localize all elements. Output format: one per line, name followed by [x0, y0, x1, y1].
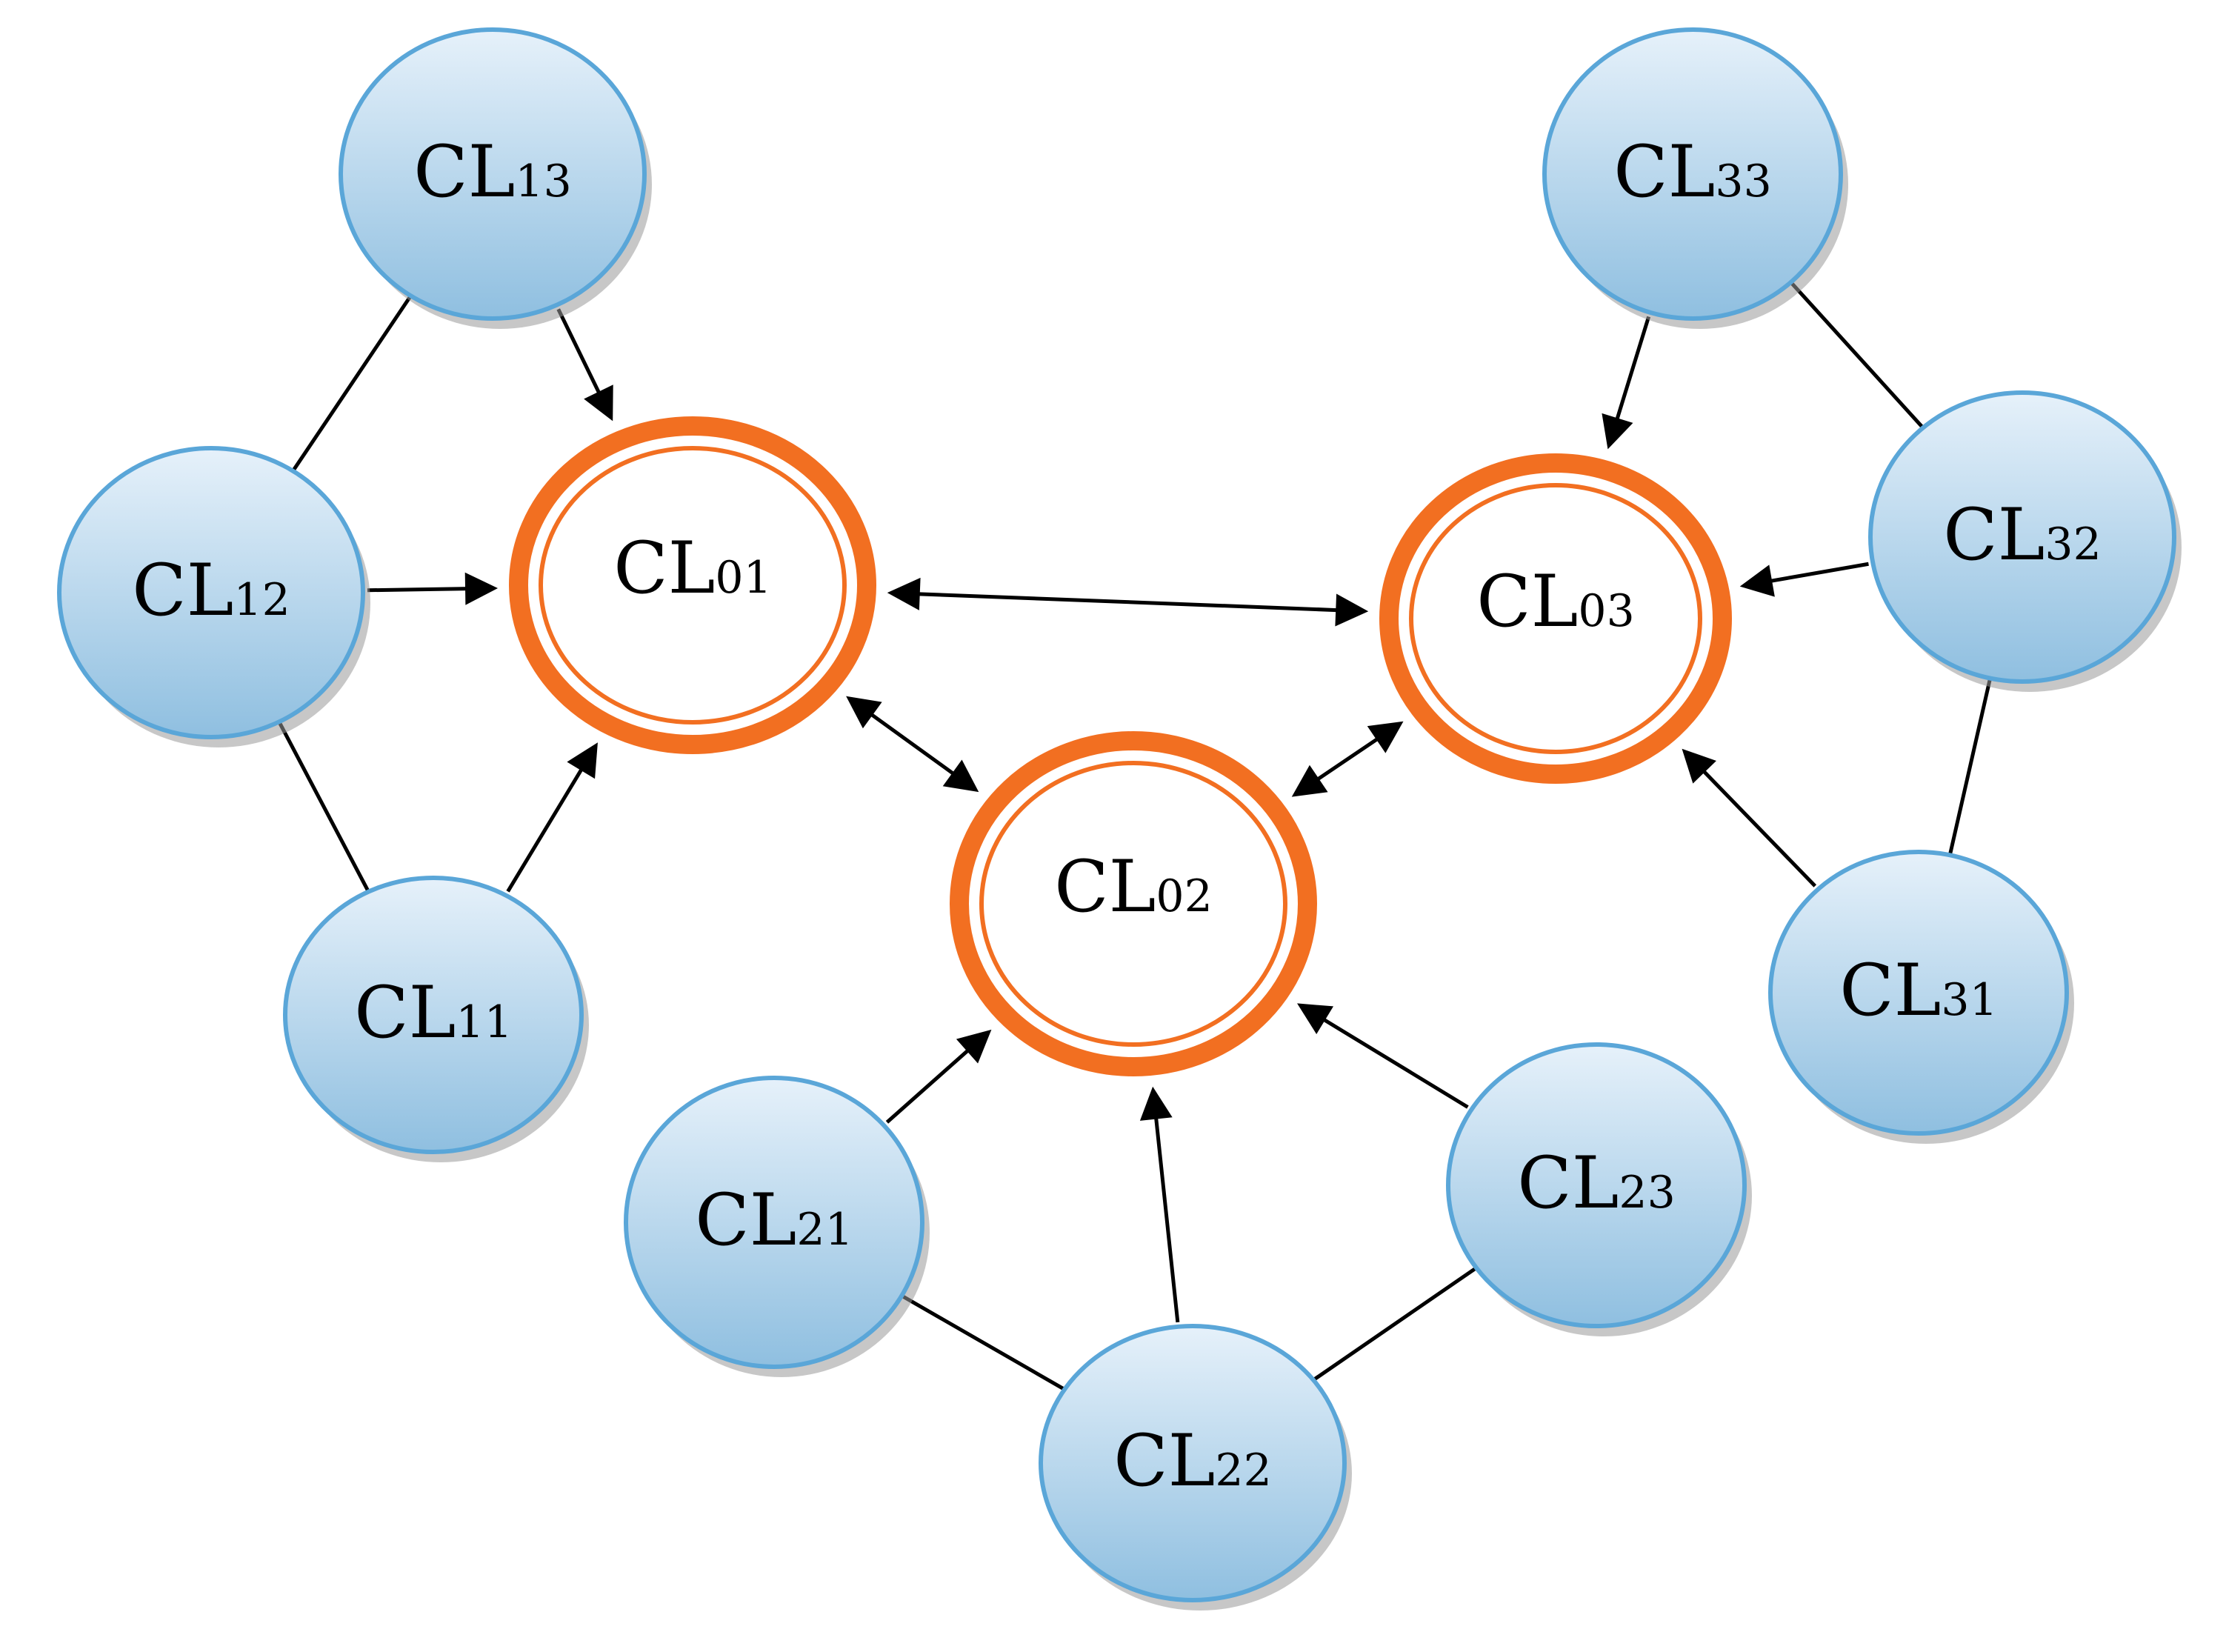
- node-label: CL21: [695, 1179, 853, 1262]
- edge-CL12-CL11: [276, 719, 371, 894]
- hub-node-cl02: CL02: [950, 731, 1317, 1076]
- edge-CL12-CL01: [367, 587, 469, 593]
- node-label-main: CL: [695, 1179, 796, 1262]
- member-circle: [283, 876, 584, 1154]
- edge-CL32-CL31: [1947, 676, 1993, 857]
- node-label-subscript: 33: [1715, 156, 1771, 207]
- member-node-cl32: CL32: [1868, 390, 2182, 692]
- node-label-subscript: 22: [1215, 1445, 1271, 1496]
- node-label-subscript: 11: [456, 996, 512, 1048]
- edge-CL21-CL02: [885, 1048, 971, 1124]
- edge-CL13-CL01: [556, 308, 602, 396]
- member-node-cl23: CL23: [1446, 1042, 1752, 1336]
- arrowhead-CL02-CL01: [846, 696, 882, 729]
- arrowhead-CL12-CL01: [464, 572, 499, 605]
- edge-CL11-CL01: [506, 767, 584, 893]
- arrowhead-CL21-CL02: [956, 1029, 992, 1064]
- node-label-main: CL: [132, 549, 233, 632]
- node-label: CL11: [354, 971, 513, 1054]
- node-label-subscript: 32: [2045, 519, 2101, 570]
- edge-CL32-CL03: [1768, 562, 1869, 584]
- member-node-cl12: CL12: [57, 446, 370, 747]
- member-circle: [1768, 850, 2069, 1136]
- arrowhead-CL31-CL03: [1682, 748, 1716, 784]
- node-label-main: CL: [1476, 560, 1578, 643]
- node-label-subscript: 02: [1156, 870, 1212, 922]
- edge-CL22-CL02: [1153, 1116, 1180, 1323]
- member-circle: [624, 1076, 924, 1369]
- node-label-main: CL: [354, 971, 456, 1054]
- member-node-cl33: CL33: [1542, 27, 1848, 329]
- edge-CL31-CL03: [1701, 768, 1817, 887]
- hub-outer-ring: [1379, 453, 1732, 784]
- hub-outer-ring: [950, 731, 1317, 1076]
- node-label-main: CL: [1839, 949, 1941, 1032]
- node-label: CL01: [613, 527, 772, 610]
- node-label: CL31: [1839, 949, 1998, 1032]
- hub-inner-ring: [539, 446, 847, 725]
- edge-CL21-CL22: [899, 1293, 1067, 1392]
- node-label-main: CL: [413, 130, 515, 213]
- hub-inner-ring: [1409, 483, 1702, 754]
- hub-outer-ring: [509, 416, 876, 754]
- member-circle: [1868, 390, 2176, 684]
- edge-CL33-CL32: [1788, 279, 1926, 430]
- member-node-cl13: CL13: [339, 27, 652, 329]
- member-circle: [339, 27, 647, 321]
- member-node-cl22: CL22: [1039, 1324, 1352, 1611]
- node-label: CL33: [1613, 130, 1772, 213]
- node-label: CL13: [413, 130, 572, 213]
- arrowhead-CL13-CL01: [584, 384, 613, 422]
- arrowhead-CL01-CL02: [942, 759, 979, 793]
- arrowhead-CL03-CL01: [887, 577, 921, 610]
- node-label-main: CL: [1113, 1419, 1215, 1502]
- node-label: CL02: [1054, 845, 1213, 928]
- node-label-subscript: 21: [796, 1204, 853, 1256]
- arrowhead-CL23-CL02: [1297, 1003, 1334, 1035]
- member-circle: [57, 446, 365, 739]
- edge-CL22-CL23: [1310, 1265, 1479, 1383]
- node-label: CL32: [1943, 493, 2102, 576]
- edge-CL33-CL03: [1614, 316, 1651, 422]
- arrowhead-CL33-CL03: [1602, 413, 1633, 450]
- arrowhead-CL22-CL02: [1139, 1086, 1173, 1121]
- node-label-subscript: 31: [1941, 974, 1997, 1026]
- hub-node-cl01: CL01: [509, 416, 876, 754]
- nodes-layer: CL11CL12CL13CL21CL22CL23CL31CL32CL33CL01…: [57, 27, 2182, 1611]
- edge-CL01-CL02: [869, 712, 956, 776]
- arrowhead-CL11-CL01: [567, 742, 598, 779]
- node-label-subscript: 13: [515, 156, 571, 207]
- node-label: CL22: [1113, 1419, 1272, 1502]
- node-label: CL03: [1476, 560, 1635, 643]
- member-circle: [1542, 27, 1843, 321]
- arrowhead-CL32-CL03: [1739, 564, 1775, 597]
- member-circle: [1039, 1324, 1347, 1602]
- node-label-main: CL: [1943, 493, 2045, 576]
- edge-CL23-CL02: [1321, 1017, 1469, 1109]
- node-label-subscript: 01: [715, 552, 771, 604]
- node-label-subscript: 12: [233, 574, 290, 626]
- node-label: CL23: [1517, 1142, 1676, 1225]
- member-node-cl31: CL31: [1768, 850, 2074, 1144]
- arrowhead-CL03-CL02: [1291, 765, 1328, 797]
- edge-CL01-CL03: [916, 592, 1339, 613]
- member-circle: [1446, 1042, 1747, 1328]
- member-node-cl21: CL21: [624, 1076, 930, 1377]
- node-label-main: CL: [1054, 845, 1156, 928]
- arrowhead-CL02-CL03: [1367, 721, 1404, 753]
- member-node-cl11: CL11: [283, 876, 589, 1162]
- node-label-subscript: 23: [1619, 1167, 1675, 1219]
- edge-CL12-CL13: [290, 293, 413, 473]
- node-label: CL12: [132, 549, 290, 632]
- node-label-main: CL: [1517, 1142, 1619, 1225]
- hub-node-cl03: CL03: [1379, 453, 1732, 784]
- node-label-main: CL: [613, 527, 715, 610]
- hub-inner-ring: [979, 761, 1287, 1047]
- edge-CL02-CL03: [1315, 736, 1380, 782]
- arrowhead-CL01-CL03: [1335, 593, 1369, 627]
- node-label-main: CL: [1613, 130, 1715, 213]
- node-label-subscript: 03: [1578, 585, 1634, 637]
- edges-layer: [276, 279, 1993, 1392]
